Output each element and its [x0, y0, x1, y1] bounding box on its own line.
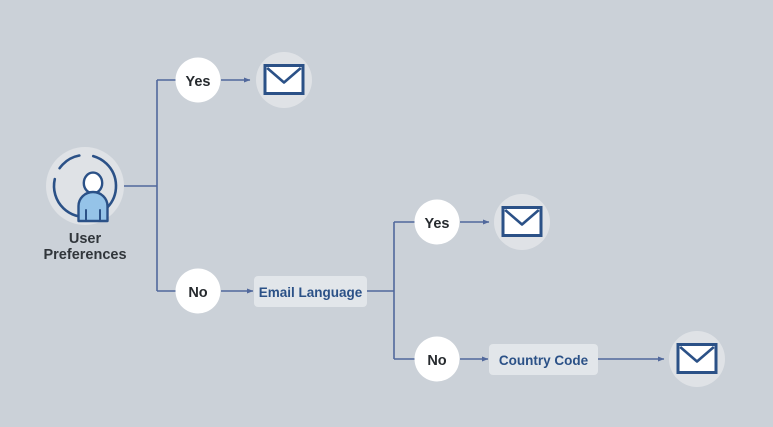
email-language-box: [254, 276, 367, 307]
yes-1-circle: [175, 57, 221, 103]
decision-node-yes-1[interactable]: Yes: [175, 57, 221, 103]
decision-node-yes-2[interactable]: Yes: [414, 199, 460, 245]
no-2-label: No: [427, 353, 446, 369]
country-code-label: Country Code: [499, 353, 589, 368]
envelope-flap-icon: [679, 346, 715, 363]
yes-1-label: Yes: [186, 74, 211, 90]
connector-group: [124, 77, 665, 362]
person-legs-icon: [85, 209, 101, 222]
person-head-icon: [82, 171, 104, 195]
yes-2-circle: [414, 199, 460, 245]
user-preferences-label-line2: Preferences: [43, 247, 126, 263]
process-node-country-code[interactable]: Country Code: [489, 344, 598, 375]
envelope-flap-icon: [504, 209, 540, 226]
email-language-label: Email Language: [259, 285, 363, 300]
country-code-box: [489, 344, 598, 375]
email-icon-node-1[interactable]: [256, 52, 312, 108]
email-icon-node-3[interactable]: [669, 331, 725, 387]
email-icon-node-2[interactable]: [494, 194, 550, 250]
no-2-circle: [414, 336, 460, 382]
decision-node-no-2[interactable]: No: [414, 336, 460, 382]
person-body-icon: [77, 190, 109, 223]
no-1-label: No: [188, 285, 207, 301]
yes-2-label: Yes: [425, 216, 450, 232]
decision-node-no-1[interactable]: No: [175, 268, 221, 314]
envelope-flap-icon: [266, 67, 302, 84]
user-preferences-label-line1: User: [69, 231, 102, 247]
process-node-email-language[interactable]: Email Language: [254, 276, 367, 307]
no-1-circle: [175, 268, 221, 314]
node-user-preferences[interactable]: User Preferences: [41, 142, 129, 263]
